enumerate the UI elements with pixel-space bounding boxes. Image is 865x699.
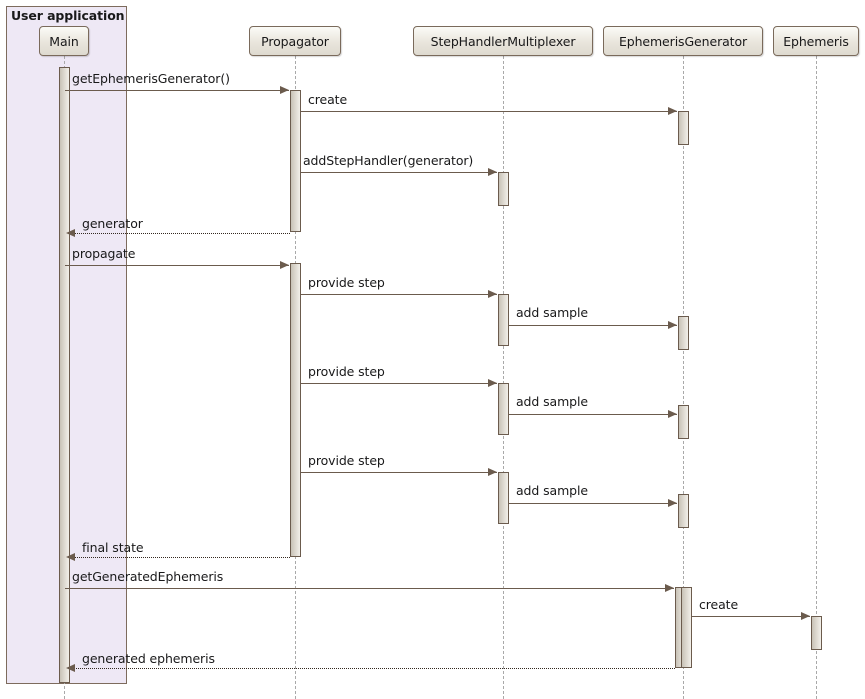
message-label-generated-ephemeris: generated ephemeris [82, 651, 215, 666]
activation-bar-main [59, 67, 70, 683]
arrow-head-generated-ephemeris [66, 664, 75, 672]
arrow-head-provide-step-1 [488, 290, 497, 298]
message-line-get-generated-ephemeris [65, 588, 674, 589]
message-label-propagate: propagate [72, 246, 136, 261]
message-line-add-sample-1 [509, 325, 677, 326]
message-label-add-sample-3: add sample [516, 483, 588, 498]
message-line-add-sample-2 [509, 414, 677, 415]
activation-bar-stephandlermultiplexer-step-2 [498, 383, 509, 435]
message-label-add-sample-2: add sample [516, 394, 588, 409]
arrow-head-add-step-handler [488, 168, 497, 176]
group-title: User application [11, 8, 125, 23]
message-label-provide-step-2: provide step [308, 364, 385, 379]
message-line-create-ephemeris [692, 616, 810, 617]
message-line-add-sample-3 [509, 503, 677, 504]
activation-bar-ephemerisgenerator-inner [681, 587, 692, 668]
message-line-generated-ephemeris [70, 668, 675, 669]
message-label-get-generated-ephemeris: getGeneratedEphemeris [72, 569, 224, 584]
activation-bar-ephemeris [811, 616, 822, 650]
lifeline-ephemeris [816, 56, 817, 699]
message-line-propagate [65, 265, 289, 266]
arrow-head-provide-step-2 [488, 379, 497, 387]
activation-bar-stephandlermultiplexer-step-3 [498, 472, 509, 524]
arrow-head-create-generator [668, 107, 677, 115]
participant-ephemeris[interactable]: Ephemeris [773, 26, 859, 56]
message-line-get-ephemeris-generator [65, 90, 289, 91]
message-label-add-sample-1: add sample [516, 305, 588, 320]
arrow-head-generator-return [66, 229, 75, 237]
message-label-get-ephemeris-generator: getEphemerisGenerator() [72, 71, 230, 86]
activation-bar-ephemerisgenerator-create [678, 111, 689, 145]
message-line-provide-step-1 [301, 294, 497, 295]
message-label-provide-step-3: provide step [308, 453, 385, 468]
message-line-create-generator [301, 111, 677, 112]
message-label-create-generator: create [308, 92, 348, 107]
arrow-head-add-sample-1 [668, 321, 677, 329]
arrow-head-get-ephemeris-generator [280, 86, 289, 94]
message-line-final-state [70, 557, 290, 558]
participant-ephemerisgenerator[interactable]: EphemerisGenerator [603, 26, 763, 56]
activation-bar-ephemerisgenerator-sample-3 [678, 494, 689, 528]
arrow-head-final-state [66, 553, 75, 561]
participant-propagator[interactable]: Propagator [249, 26, 341, 56]
arrow-head-propagate [280, 261, 289, 269]
participant-main[interactable]: Main [39, 26, 89, 56]
lifeline-ephemerisgenerator [683, 56, 684, 699]
arrow-head-provide-step-3 [488, 468, 497, 476]
arrow-head-add-sample-3 [668, 499, 677, 507]
message-label-final-state: final state [82, 540, 144, 555]
activation-bar-ephemerisgenerator-sample-1 [678, 316, 689, 350]
activation-bar-propagator-1 [290, 90, 301, 232]
lifeline-stephandlermultiplexer [503, 56, 504, 699]
message-label-add-step-handler: addStepHandler(generator) [303, 153, 474, 168]
participant-stephandlermultiplexer[interactable]: StepHandlerMultiplexer [413, 26, 593, 56]
activation-bar-ephemerisgenerator-sample-2 [678, 405, 689, 439]
message-label-create-ephemeris: create [699, 597, 739, 612]
activation-bar-stephandlermultiplexer-step-1 [498, 294, 509, 346]
arrow-head-get-generated-ephemeris [665, 584, 674, 592]
message-line-provide-step-3 [301, 472, 497, 473]
arrow-head-add-sample-2 [668, 410, 677, 418]
message-label-generator-return: generator [82, 216, 143, 231]
message-line-generator-return [70, 233, 290, 234]
arrow-head-create-ephemeris [801, 612, 810, 620]
message-label-provide-step-1: provide step [308, 275, 385, 290]
message-line-provide-step-2 [301, 383, 497, 384]
message-line-add-step-handler [301, 172, 497, 173]
activation-bar-propagator-2 [290, 263, 301, 557]
activation-bar-stephandlermultiplexer-add [498, 172, 509, 206]
